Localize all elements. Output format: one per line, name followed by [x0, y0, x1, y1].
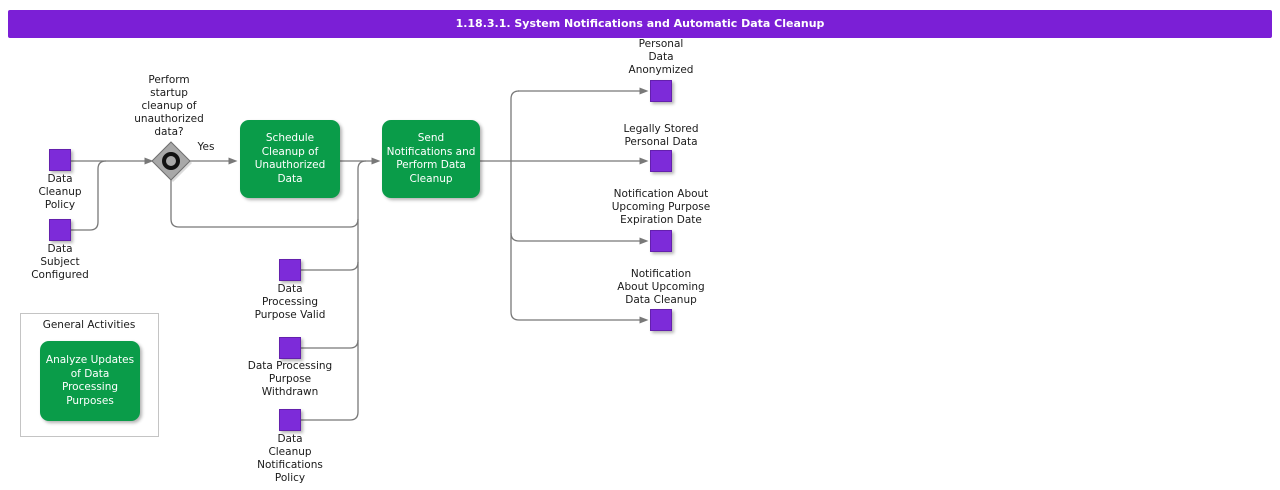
data-object-legally-stored-personal-data[interactable] — [650, 150, 672, 172]
connector-to-purpose-expiration — [510, 232, 649, 245]
data-object-label: Data Cleanup Notifications Policy — [257, 433, 323, 484]
data-object-label: Notification About Upcoming Data Cleanup — [617, 268, 705, 306]
data-object-label: Data Processing Purpose Valid — [254, 283, 326, 321]
data-object-label: Personal Data Anonymized — [628, 38, 694, 76]
decision-yes-label: Yes — [197, 141, 215, 153]
general-activities-title: General Activities — [42, 319, 136, 331]
data-object-label: Notification About Upcoming Purpose Expi… — [611, 188, 711, 226]
connector-purpose-valid-join — [301, 261, 359, 271]
data-object-label: Data Processing Purpose Withdrawn — [247, 360, 333, 398]
data-object-label: Legally Stored Personal Data — [623, 123, 699, 148]
connector-trunk-left — [301, 160, 367, 421]
data-object-data-subject-configured[interactable] — [49, 219, 71, 241]
data-object-label: Data Subject Configured — [31, 243, 89, 281]
decision-diamond-icon — [151, 141, 192, 182]
decision-question-label: Perform startup cleanup of unauthorized … — [134, 74, 204, 138]
data-object-purpose-withdrawn[interactable] — [279, 337, 301, 359]
connector-trunk-right — [510, 90, 520, 321]
data-object-purpose-valid[interactable] — [279, 259, 301, 281]
data-object-personal-data-anonymized[interactable] — [650, 80, 672, 102]
data-object-label: Data Cleanup Policy — [38, 173, 82, 211]
data-object-upcoming-cleanup-notification[interactable] — [650, 309, 672, 331]
diagram-title-bar: 1.18.3.1. System Notifications and Autom… — [8, 10, 1272, 38]
activity-send-notifications[interactable]: Send Notifications and Perform Data Clea… — [382, 120, 480, 198]
connector-decision-no-branch — [170, 179, 359, 228]
activity-analyze-updates[interactable]: Analyze Updates of Data Processing Purpo… — [40, 341, 140, 421]
data-object-data-cleanup-policy[interactable] — [49, 149, 71, 171]
connector-subject-configured-join — [71, 160, 107, 231]
activity-schedule-cleanup[interactable]: Schedule Cleanup of Unauthorized Data — [240, 120, 340, 198]
decision-node[interactable] — [149, 139, 195, 185]
data-object-cleanup-notifications-policy[interactable] — [279, 409, 301, 431]
data-object-purpose-expiration-notification[interactable] — [650, 230, 672, 252]
connector-purpose-withdrawn-join — [301, 339, 359, 349]
